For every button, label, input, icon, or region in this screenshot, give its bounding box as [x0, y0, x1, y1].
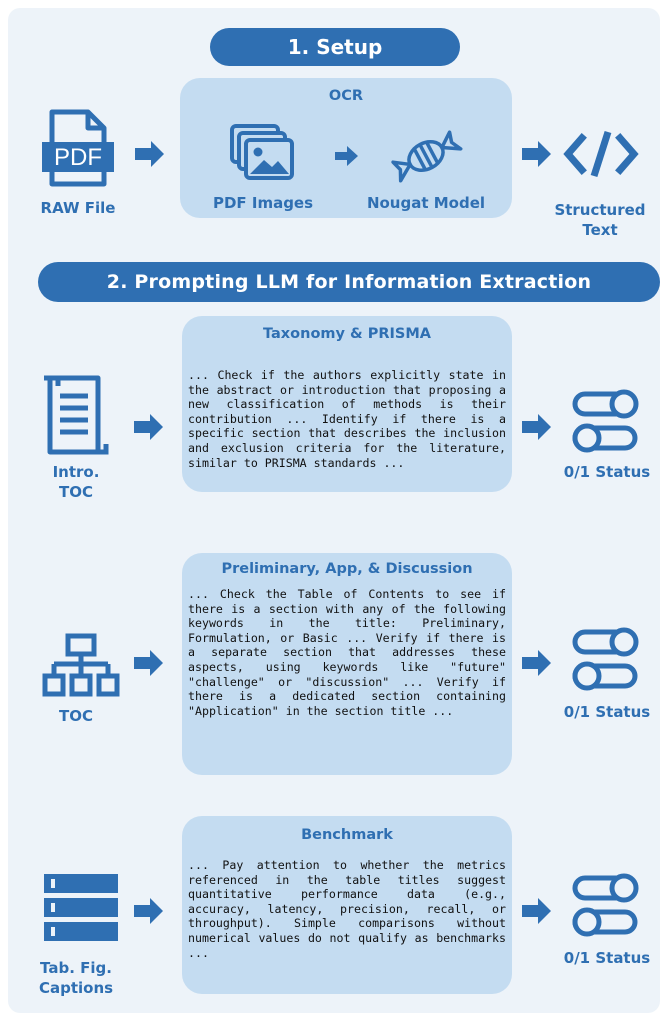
row1-status-label: 0/1 Status	[563, 463, 651, 481]
arrow-right-icon	[134, 898, 163, 924]
nougat-candy-icon	[391, 130, 463, 183]
row3-input-line2: Captions	[38, 979, 114, 997]
arrow-right-icon	[522, 898, 551, 924]
toggle-switches-icon	[572, 627, 639, 691]
row3-input-line1: Tab. Fig.	[40, 959, 112, 977]
hierarchy-tree-icon	[42, 633, 120, 697]
row1-input-line1: Intro.	[52, 463, 100, 481]
structured-text-line1: Structured	[554, 201, 646, 219]
preliminary-app-discussion-box: Preliminary, App, & Discussion ... Check…	[182, 553, 512, 775]
section2-title: 2. Prompting LLM for Information Extract…	[38, 262, 660, 302]
row1-prompt-text: ... Check if the authors explicitly stat…	[188, 368, 506, 470]
row3-box-title: Benchmark	[301, 827, 393, 843]
nougat-model-label: Nougat Model	[366, 194, 486, 212]
arrow-right-icon	[522, 141, 551, 167]
row2-input-label: TOC	[28, 706, 124, 726]
row2-status-label: 0/1 Status	[563, 703, 651, 721]
toggle-switches-icon	[572, 389, 639, 453]
row3-status-label: 0/1 Status	[563, 949, 651, 967]
pdf-images-label: PDF Images	[212, 194, 314, 212]
row3-prompt-text: ... Pay attention to whether the metrics…	[188, 858, 506, 960]
table-stack-icon	[44, 874, 118, 941]
row2-prompt-text: ... Check the Table of Contents to see i…	[188, 587, 506, 718]
code-icon	[563, 130, 639, 178]
row1-box-title: Taxonomy & PRISMA	[263, 326, 431, 342]
document-icon	[44, 375, 109, 455]
arrow-right-icon	[522, 650, 551, 676]
row3-input-label: Tab. Fig. Captions	[24, 958, 128, 998]
row2-box-title: Preliminary, App, & Discussion	[221, 561, 473, 577]
arrow-right-icon	[335, 146, 358, 166]
row2-input-line1: TOC	[59, 707, 93, 725]
row1-input-label: Intro. TOC	[28, 462, 124, 502]
section1-title: 1. Setup	[210, 28, 460, 66]
ocr-title: OCR	[328, 88, 364, 104]
structured-text-line2: Text	[582, 221, 618, 239]
arrow-right-icon	[135, 141, 164, 167]
raw-file-label: RAW File	[40, 199, 116, 217]
toggle-switches-icon	[572, 873, 639, 937]
row1-input-line2: TOC	[59, 483, 93, 501]
arrow-right-icon	[134, 650, 163, 676]
benchmark-box: Benchmark ... Pay attention to whether t…	[182, 816, 512, 994]
taxonomy-prisma-box: Taxonomy & PRISMA ... Check if the autho…	[182, 316, 512, 492]
images-stack-icon	[230, 124, 294, 180]
pdf-file-icon: PDF	[42, 109, 114, 187]
arrow-right-icon	[134, 414, 163, 440]
structured-text-label: Structured Text	[542, 200, 658, 240]
pdf-icon-text: PDF	[54, 144, 102, 171]
arrow-right-icon	[522, 414, 551, 440]
